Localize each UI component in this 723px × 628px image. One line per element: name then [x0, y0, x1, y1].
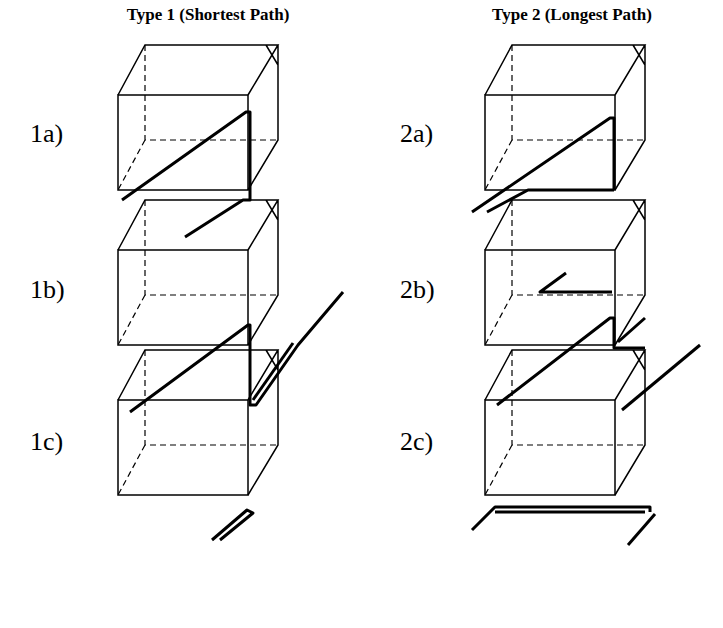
row-label: 2c)	[400, 428, 433, 457]
path-line	[472, 118, 614, 212]
path-line	[495, 511, 645, 514]
path-line	[253, 343, 293, 400]
path-line	[122, 112, 250, 237]
path-line	[472, 507, 650, 530]
path-line	[130, 292, 343, 412]
row-label: 1c)	[30, 428, 63, 457]
path-line	[212, 510, 253, 540]
box-figure	[118, 350, 278, 495]
box-figure	[118, 45, 278, 190]
column-heading: Type 1 (Shortest Path)	[127, 6, 290, 25]
row-label: 2b)	[400, 276, 435, 305]
path-line	[628, 514, 655, 545]
path-line	[497, 318, 645, 405]
row-label: 1b)	[30, 276, 65, 305]
row-label: 1a)	[30, 120, 63, 149]
path-line	[487, 190, 614, 212]
path-line	[618, 318, 645, 342]
box-figure	[485, 350, 645, 495]
box-figure	[485, 45, 645, 190]
column-heading: Type 2 (Longest Path)	[492, 6, 652, 25]
box-figure	[118, 200, 278, 345]
row-label: 2a)	[400, 120, 433, 149]
path-line	[540, 273, 612, 292]
path-line	[622, 345, 700, 410]
box-figure	[485, 200, 645, 345]
